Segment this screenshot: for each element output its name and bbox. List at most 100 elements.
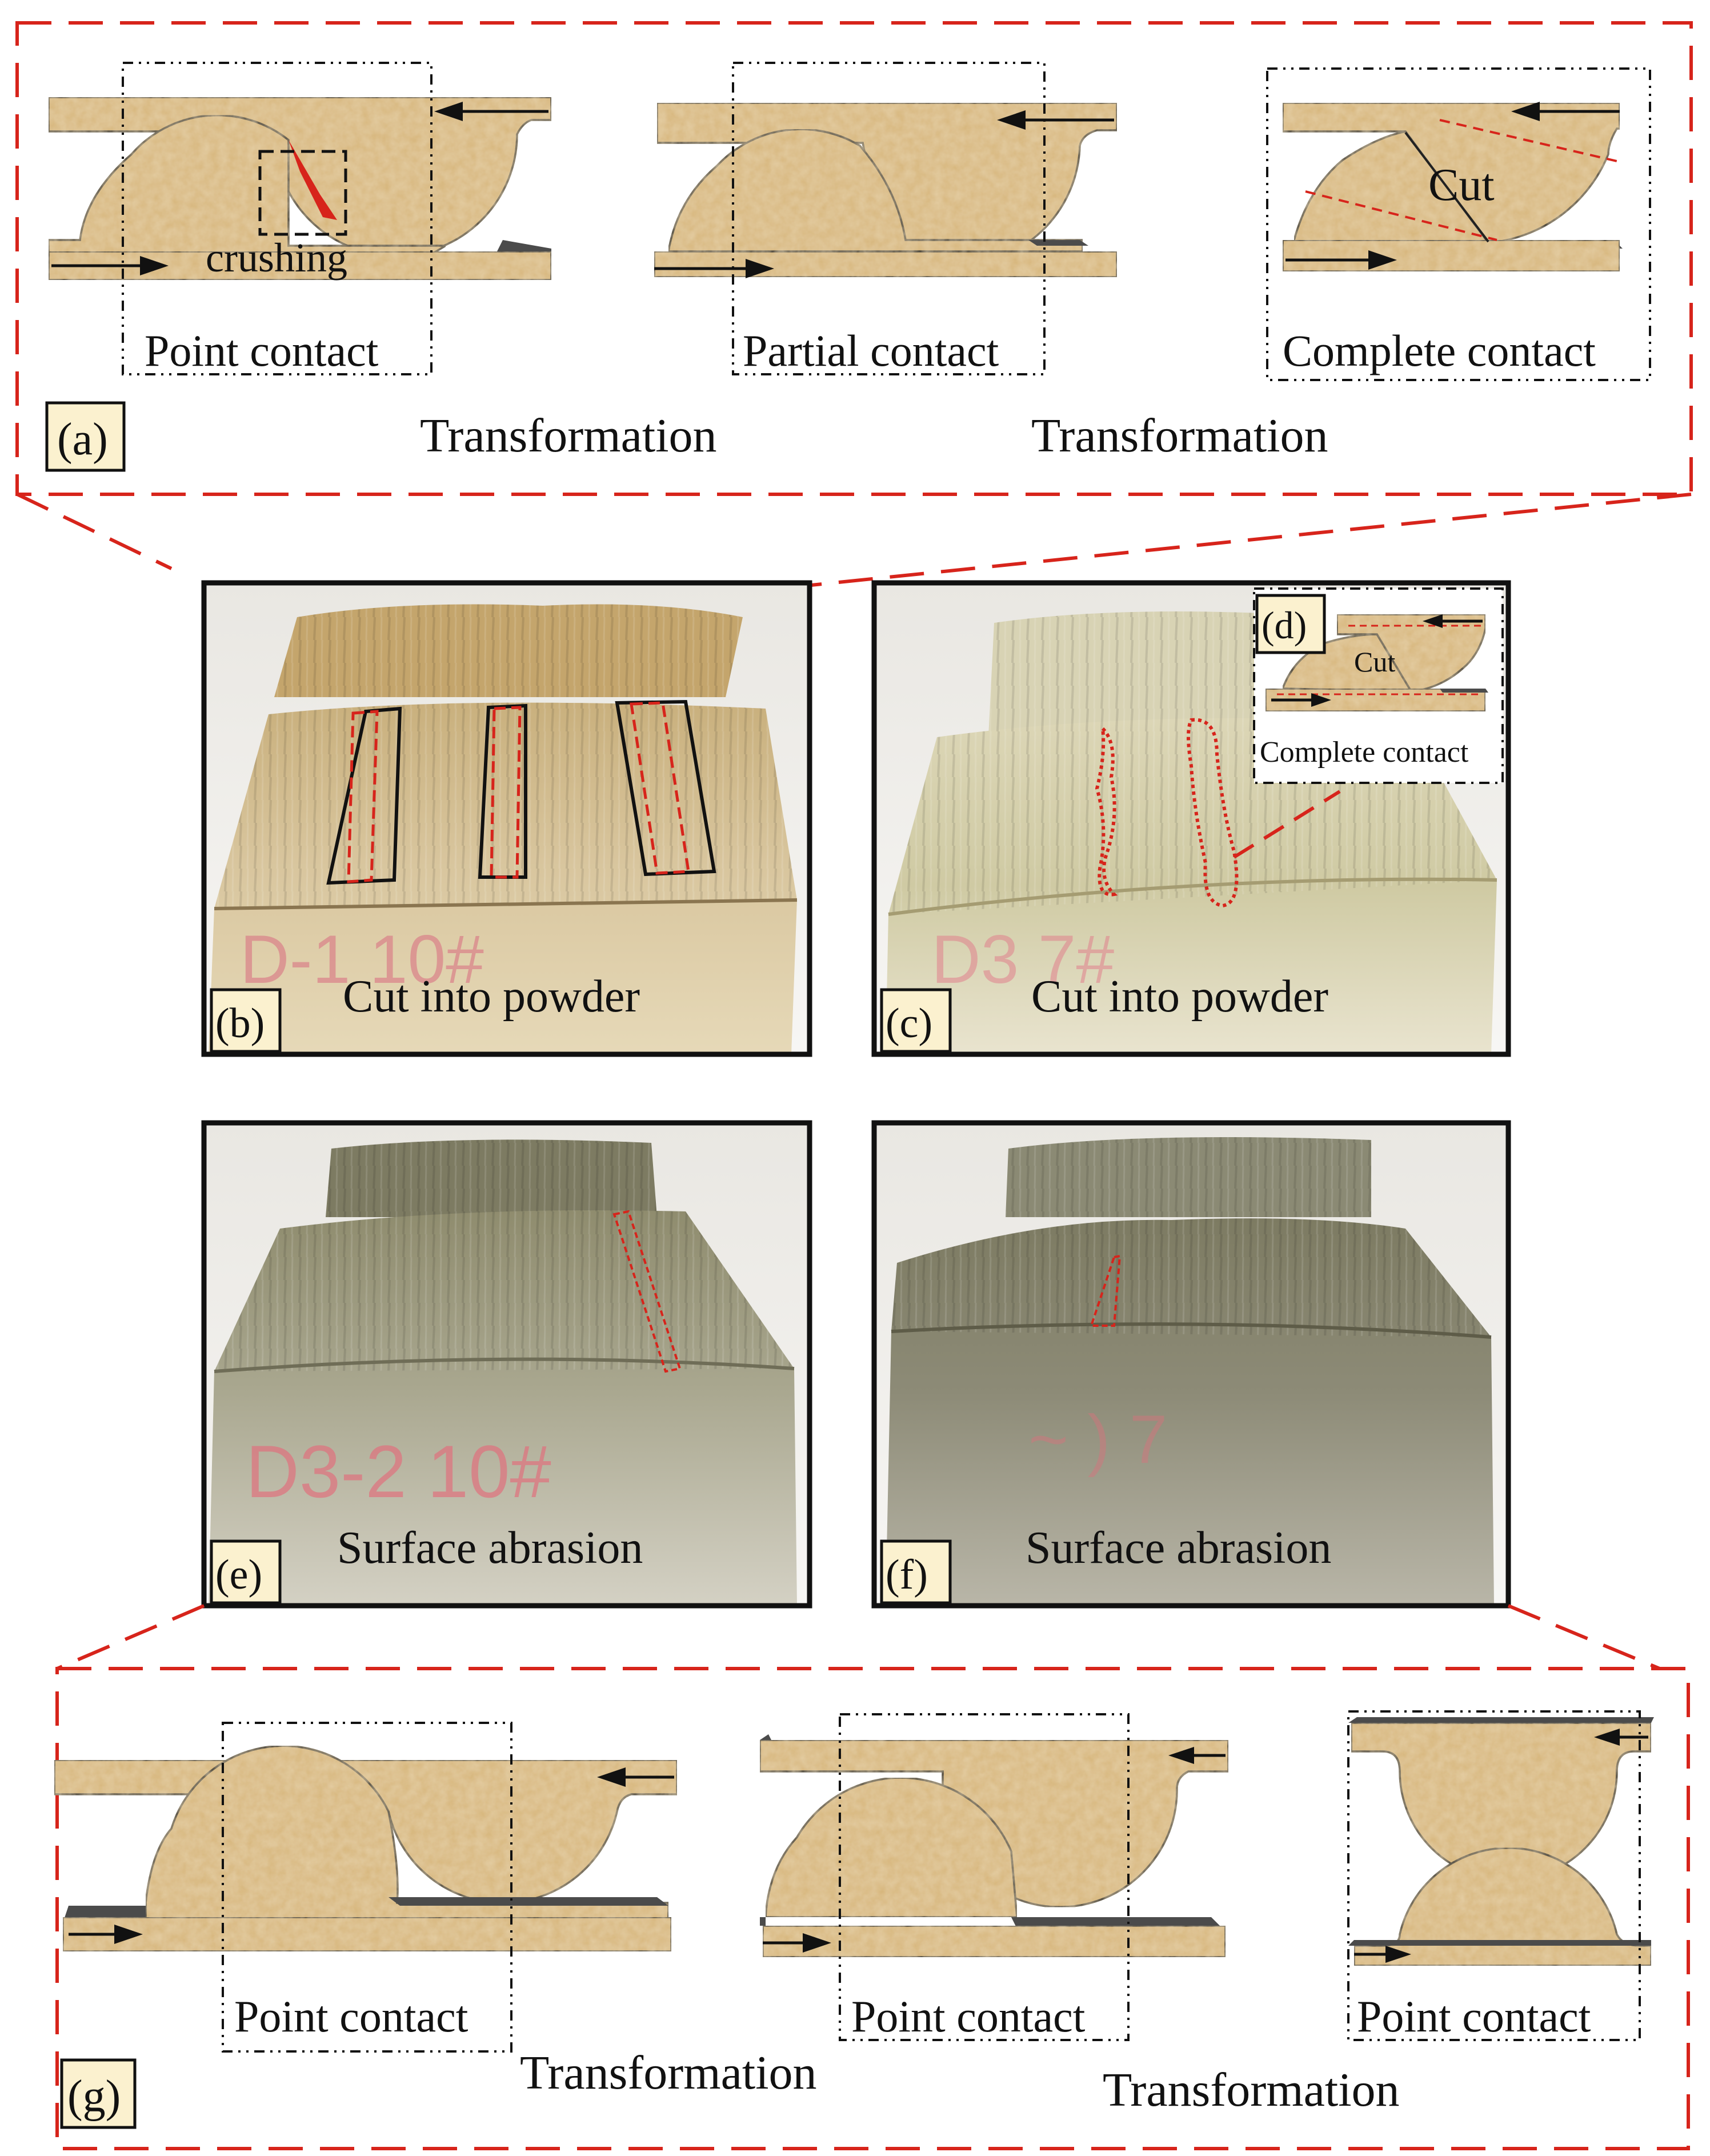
lower-plate [653,250,1118,278]
transformation-a1: Transformation [420,409,717,462]
panel-e-caption: Surface abrasion [337,1523,643,1573]
panel-a-tag-text: (a) [57,414,108,465]
panel-c-photo: D3 7# (c) Cut into powder [871,580,1511,1057]
stage-g3-frame [1347,1710,1641,2041]
arrow-upper-left [997,110,1114,130]
lower-plate [1282,239,1621,273]
panel-e-tag: (e) [210,1539,282,1605]
crushing-box [258,150,347,236]
panel-b-tag-text: (b) [215,1000,265,1047]
cut-label: Cut [1428,160,1495,210]
stage-a2-partial-contact: Partial contact [653,62,1118,375]
stage-g2-label: Point contact [851,1991,1086,2041]
panel-b-tag: (b) [210,988,282,1053]
arrow-upper-left [1594,1729,1648,1746]
panel-g-tag: (g) [60,2058,137,2129]
transformation-g2: Transformation [1103,2063,1400,2117]
zoom-line-c-to-d [1233,790,1341,859]
arrow-lower-right [1354,1946,1411,1963]
groove-cut-2 [490,706,522,879]
lower-sandstone-asperity [667,128,1084,253]
panel-f-caption: Surface abrasion [1026,1523,1331,1573]
arrow-upper-left [434,102,548,121]
photo-b-marker-writing: D-1 10# [240,921,484,998]
panel-a: crushing Point contact Partial contact [15,21,1693,587]
cut-line [1404,131,1489,243]
panel-g-tag-text: (g) [67,2071,121,2122]
groove-outline-1 [326,706,402,885]
lower-sandstone-asperity [764,1777,1018,1918]
panel-f-tag: (f) [880,1539,952,1605]
stage-g2-frame [839,1713,1130,2041]
abrasion-trace-e [612,1210,682,1373]
panel-a-tag: (a) [45,401,126,472]
stage-a1-label: Point contact [145,326,379,375]
crushing-label: crushing [206,235,347,281]
lower-sandstone-asperity [47,114,450,255]
groove-cut-1 [347,710,379,883]
arrow-upper-left [597,1767,674,1787]
arrow-upper-left [1168,1747,1226,1764]
arrow-lower-right [763,1933,831,1953]
panel-a-dashed-border [15,21,1693,496]
groove-outline-3 [615,699,716,877]
panel-f-photo: ~ ) 7 (f) Surface abrasion [871,1120,1511,1609]
stage-a1-frame [122,62,432,375]
stage-g3-label: Point contact [1357,1991,1591,2041]
groove-outline-2 [478,703,527,879]
transformation-a2: Transformation [1031,409,1328,462]
panel-b-caption: Cut into powder [343,971,640,1022]
lower-plate [762,1925,1227,1958]
panel-g-dashed-border [55,1667,1690,2150]
inset-caption: Complete contact [1260,736,1469,769]
cut-guide-upper [1439,119,1617,162]
stage-g2-point-contact: Point contact [759,1713,1230,2041]
stage-a1-point-contact: crushing Point contact [47,62,552,375]
arrow-lower-right [51,256,169,275]
lower-sandstone-asperity [1293,130,1491,244]
panel-c-tag-text: (c) [886,1000,932,1047]
stage-a3-complete-contact: Cut Complete contact [1266,67,1651,381]
photo-c-marker-writing: D3 7# [931,921,1114,998]
stage-g3-point-contact: Point contact [1347,1710,1654,2041]
stage-g1-label: Point contact [234,1991,468,2041]
panel-e-tag-text: (e) [215,1551,262,1598]
panel-g: Point contact Point contact [53,1604,1690,2150]
inset-cut-label: Cut [1354,646,1395,678]
panel-f-tag-text: (f) [886,1551,928,1598]
panel-c-tag: (c) [880,988,952,1053]
arrow-upper-left [1511,102,1620,121]
panel-g-zoom-line-left [56,1604,205,1670]
lower-plate [62,1916,672,1953]
stage-g1-point-contact: Point contact [53,1722,678,2053]
stage-a2-frame [732,62,1046,375]
panel-e-photo: D3-2 10# (e) Surface abrasion [201,1120,812,1609]
groove-cut-3 [630,701,690,875]
powder-trace-1 [1095,723,1118,897]
panel-d-tag-text: (d) [1262,603,1307,647]
inset-arrow-lower [1271,693,1331,707]
stage-a3-frame [1266,67,1651,381]
stage-a3-label: Complete contact [1283,326,1596,375]
lower-plate [47,250,552,281]
photo-f-marker-writing: ~ ) 7 [1028,1401,1167,1478]
inset-arrow-upper [1423,614,1483,628]
panel-d-inset: Cut Complete contact (d) [1253,587,1504,784]
arrow-lower-right [1285,250,1397,270]
abrasion-trace-f [1090,1254,1122,1327]
stage-a2-label: Partial contact [743,326,999,375]
lower-sandstone-asperity [1353,1847,1652,1967]
panel-c-caption: Cut into powder [1031,971,1328,1022]
transformation-g1: Transformation [520,2046,817,2099]
arrow-lower-right [654,259,774,278]
panel-d-tag: (d) [1255,594,1326,654]
photo-e-marker-writing: D3-2 10# [246,1430,551,1513]
lower-sandstone-asperity [145,1745,670,1921]
panel-g-zoom-line-right [1507,1604,1661,1670]
panel-a-zoom-line-left [16,493,173,570]
panel-b-photo: D-1 10# (b) Cut into powder [201,580,812,1057]
arrow-lower-right [69,1925,143,1944]
stage-g1-frame [222,1722,512,2053]
panel-a-zoom-line-right [805,493,1692,587]
